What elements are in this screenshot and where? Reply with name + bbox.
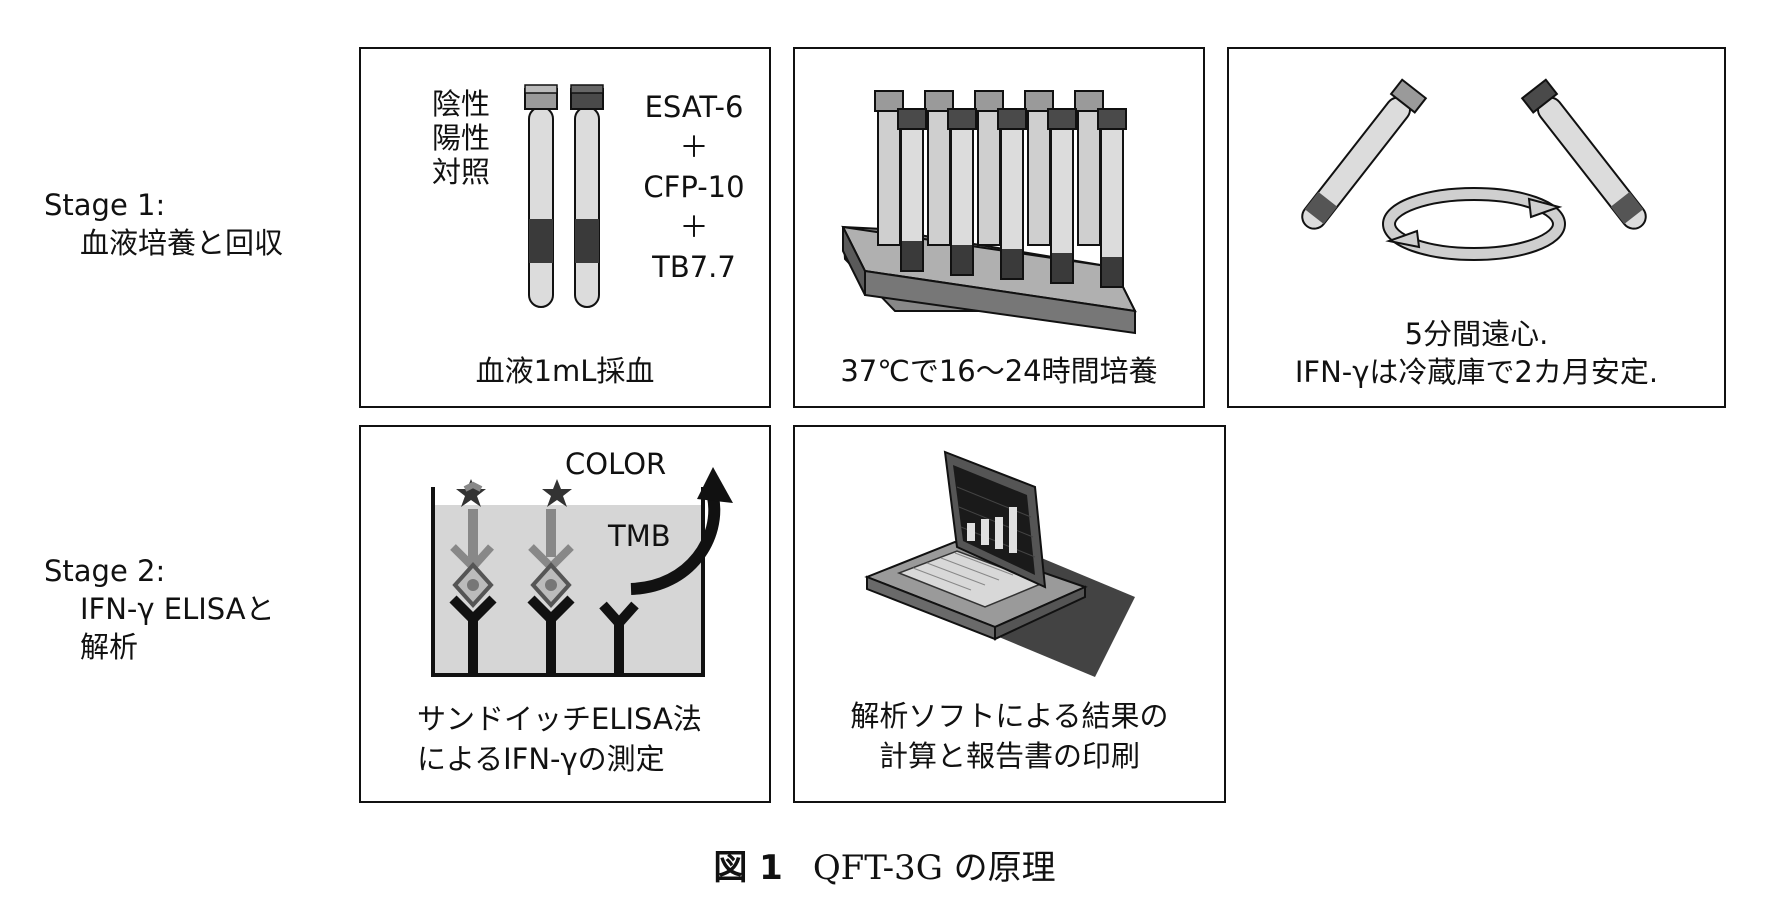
- panel-analysis: 解析ソフトによる結果の 計算と報告書の印刷: [793, 425, 1226, 803]
- stage-1-title: Stage 1:: [44, 188, 166, 222]
- panel-elisa: COLOR TMB サンドイッチELISA法 によるIFN-γの測定: [359, 425, 771, 803]
- tube-rack-illustration: [841, 90, 1137, 335]
- stage-1-subtitle: 血液培養と回収: [80, 226, 284, 260]
- panel-5-caption-line2: 計算と報告書の印刷: [878, 739, 1140, 773]
- label-esat6: ESAT-6: [644, 90, 744, 124]
- panel-3-caption-line2: IFN-γは冷蔵庫で2カ月安定.: [1294, 355, 1659, 389]
- capture-antibody: [599, 601, 639, 673]
- stage-2-subtitle-line1: IFN-γ ELISAと: [80, 592, 275, 626]
- stage-1-label: Stage 1: 血液培養と回収: [44, 186, 283, 262]
- control-labels: 陰性 陽性 対照: [421, 87, 501, 189]
- stage-2-subtitle-line2: 解析: [80, 630, 139, 664]
- label-plus-1: ＋: [679, 130, 709, 164]
- antibody-complex-2: [527, 479, 575, 673]
- panel-4-caption-line2: によるIFN-γの測定: [417, 742, 665, 776]
- panel-5-caption-line1: 解析ソフトによる結果の: [850, 699, 1169, 733]
- label-negative: 陰性: [431, 87, 490, 121]
- stage-2-title: Stage 2:: [44, 554, 166, 588]
- centrifuge-illustration: [1301, 78, 1647, 261]
- panel-incubation: 37℃で16〜24時間培養: [793, 47, 1205, 408]
- panel-4-caption: サンドイッチELISA法 によるIFN-γの測定: [417, 699, 702, 779]
- figure-caption: 図 1 QFT-3G の原理: [0, 840, 1769, 889]
- panel-4-caption-line1: サンドイッチELISA法: [417, 702, 702, 736]
- label-positive: 陽性: [431, 121, 490, 155]
- stage-2-label: Stage 2: IFN-γ ELISAと 解析: [44, 552, 275, 666]
- panel-1-caption: 血液1mL採血: [475, 354, 655, 388]
- panel-3-caption-line1: 5分間遠心.: [1404, 317, 1549, 351]
- label-control: 対照: [431, 155, 490, 189]
- color-label: COLOR: [565, 447, 667, 481]
- label-plus-2: ＋: [679, 210, 709, 244]
- tmb-label: TMB: [608, 519, 671, 553]
- label-tb77: TB7.7: [652, 250, 736, 284]
- laptop-illustration: [864, 450, 1135, 677]
- tube-right: [1520, 78, 1647, 230]
- figure-number: 図 1: [713, 848, 783, 888]
- elisa-illustration: [431, 467, 733, 677]
- tube-positive-control: [570, 84, 604, 308]
- label-cfp10: CFP-10: [643, 170, 745, 204]
- figure-title: QFT-3G の原理: [812, 848, 1056, 888]
- tube-negative-control: [524, 84, 558, 308]
- blood-tubes-illustration: [524, 84, 604, 308]
- panel-2-caption: 37℃で16〜24時間培養: [840, 354, 1158, 388]
- panel-blood-collection: 陰性 陽性 対照 ESAT-6 ＋ CFP-10 ＋ TB7.7 血液1mL採血: [359, 47, 771, 408]
- tube-left: [1301, 78, 1428, 230]
- antibody-complex-1: [449, 479, 497, 673]
- panel-centrifuge: 5分間遠心. IFN-γは冷蔵庫で2カ月安定.: [1227, 47, 1726, 408]
- antigen-labels: ESAT-6 ＋ CFP-10 ＋ TB7.7: [629, 87, 759, 287]
